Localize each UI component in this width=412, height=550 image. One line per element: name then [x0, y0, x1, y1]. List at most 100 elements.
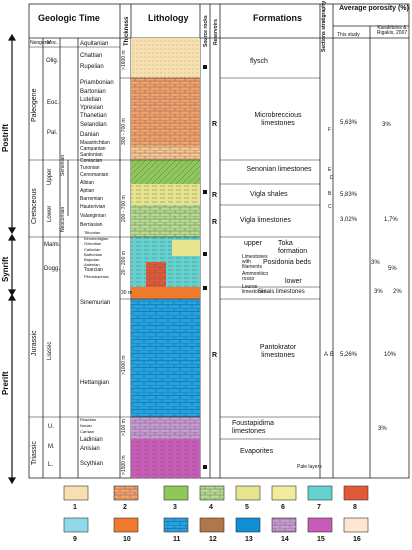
stage-scythian: Scythian — [80, 461, 104, 467]
formation-posidonia: Posidonia beds — [263, 259, 311, 266]
stage-priambonian: Priambonian — [80, 80, 114, 86]
formation-vigla-shales: Vigla shales — [250, 191, 288, 198]
litho-sinais — [131, 287, 200, 299]
formation-ammonitico: Ammonitico rosso — [242, 271, 269, 282]
thickness-pantokrator: >1000 m — [121, 355, 127, 375]
porosity-this-5: 3% — [374, 289, 383, 295]
porosity-ref-3: 1,7% — [384, 217, 398, 223]
porosity-this-1: 5,63% — [340, 120, 358, 126]
source-rock-marker — [203, 465, 207, 469]
source-rock-marker — [203, 286, 207, 290]
formation-senonian: Senonian limestones — [246, 166, 312, 173]
legend-number-1: 1 — [73, 504, 77, 511]
legend-swatch-3 — [163, 485, 189, 501]
legend-swatch-16 — [343, 517, 369, 533]
epoch-m: M. — [48, 444, 55, 450]
period-triassic: Triassic — [31, 441, 38, 465]
porosity-this-4: 3% — [371, 260, 380, 266]
period-jurassic: Jurassic — [31, 330, 38, 356]
formation-toka: Toka formation — [278, 240, 308, 255]
thickness-evaporites: >1500 m — [121, 455, 127, 475]
period-cretaceous: Cretaceous — [31, 188, 38, 224]
stage-bartonian: Bartonian — [80, 89, 106, 95]
legend-number-11: 11 — [173, 536, 181, 543]
formation-evaporites: Evaporites — [240, 448, 274, 455]
epoch-moc: Moc. — [47, 40, 58, 46]
stage-barremian: Barremian — [80, 196, 104, 202]
thickness-dogger: 20 - 200 m — [121, 251, 127, 275]
stage-carnian: Carnian — [80, 429, 95, 434]
thickness-microbreccia: 300 - 700 m — [121, 118, 127, 145]
porosity-ref-1: 3% — [382, 122, 391, 128]
stage-norian: Norian — [80, 423, 92, 428]
stage-tithonian: Tithonian — [84, 230, 101, 235]
legend-swatch-15 — [307, 517, 333, 533]
header-porosity: Average porosity (%) — [339, 5, 409, 12]
porosity-this-3: 3,02% — [340, 217, 358, 223]
porosity-ref-6: 10% — [384, 352, 397, 358]
reservoir-mark: R — [212, 121, 218, 128]
thickness-flysch: >1600 m — [121, 50, 127, 70]
legend-swatch-5 — [235, 485, 261, 501]
legend-number-4: 4 — [209, 504, 213, 511]
stage-campanian: Campanian — [80, 146, 106, 152]
formation-vigla-limestones: Vigla limestones — [240, 217, 291, 224]
header-lithology: Lithology — [148, 13, 189, 23]
porosity-this-2: 5,83% — [340, 192, 358, 198]
formation-pantokrator: Pantokrator limestones — [259, 344, 297, 360]
phase-postrift: Postrift — [1, 124, 10, 152]
legend-number-5: 5 — [245, 504, 249, 511]
source-rock-marker — [203, 190, 207, 194]
stage-lutetian: Lutetian — [80, 97, 102, 103]
stage-oxfordian: Oxfordian — [84, 241, 102, 246]
formation-microbreccious: Microbreccious limestones — [254, 112, 302, 128]
porosity-ref-5: 2% — [393, 289, 402, 295]
stage-albian: Albian — [80, 180, 94, 186]
header-geologic-time: Geologic Time — [38, 13, 100, 23]
stage-hettangian: Hettangian — [80, 380, 110, 386]
epoch-lower: Lower — [47, 205, 53, 222]
porosity-ref-4: 5% — [388, 266, 397, 272]
stage-kimmeridgian: Kimmeridgian — [84, 236, 109, 241]
section-e: E — [328, 167, 332, 173]
legend-swatch-12 — [199, 517, 225, 533]
source-rock-marker — [203, 65, 207, 69]
legend-number-2: 2 — [123, 504, 127, 511]
legend-swatch-9 — [63, 517, 89, 533]
legend-number-10: 10 — [123, 536, 131, 543]
period-neogene: Neogene — [30, 40, 51, 46]
legend-number-3: 3 — [173, 504, 177, 511]
thickness-foustapidima: >100 m — [121, 419, 127, 436]
legend-swatch-1 — [63, 485, 89, 501]
legend-number-15: 15 — [317, 536, 325, 543]
stage-berriasian: Berriasian — [80, 222, 103, 228]
legend-number-9: 9 — [73, 536, 77, 543]
thickness-sinais: 30 m — [121, 290, 133, 296]
legend-number-14: 14 — [281, 536, 289, 543]
epoch-u: U. — [48, 424, 54, 430]
formation-pale-layers: Pale layers — [297, 464, 322, 470]
stage-aptian: Aptian — [80, 188, 95, 194]
legend-number-7: 7 — [317, 504, 321, 511]
epoch-upper: Upper — [47, 168, 53, 185]
reservoir-mark: R — [212, 352, 218, 359]
stage-ypresian: Ypresian — [80, 105, 104, 111]
stage-aquitanian: Aquitanian — [80, 41, 109, 47]
formation-upper: upper — [244, 240, 262, 247]
stage-anisian: Anisian — [80, 446, 100, 452]
formation-foustapidima: Foustapidima limestones — [232, 420, 275, 435]
formation-limestones-filaments: Limestones with filaments — [242, 254, 268, 270]
header-porosity-this: This study — [337, 32, 360, 38]
reservoir-mark: R — [212, 192, 218, 199]
subepoch-senonian: Senonian — [60, 154, 66, 176]
stage-rhaetian: Rhaetian — [80, 417, 97, 422]
lithology-column — [131, 38, 200, 478]
stage-coniacian: Coniacian — [80, 158, 103, 164]
stage-bathonian: Bathonian — [84, 252, 103, 257]
stage-hauterivian: Hauterivian — [80, 204, 106, 210]
stage-aalenian: Aalenian — [84, 262, 100, 267]
formation-lower: lower — [285, 278, 302, 285]
stage-turonian: Turonian — [80, 165, 100, 171]
period-paleogene: Paleogene — [31, 88, 38, 122]
